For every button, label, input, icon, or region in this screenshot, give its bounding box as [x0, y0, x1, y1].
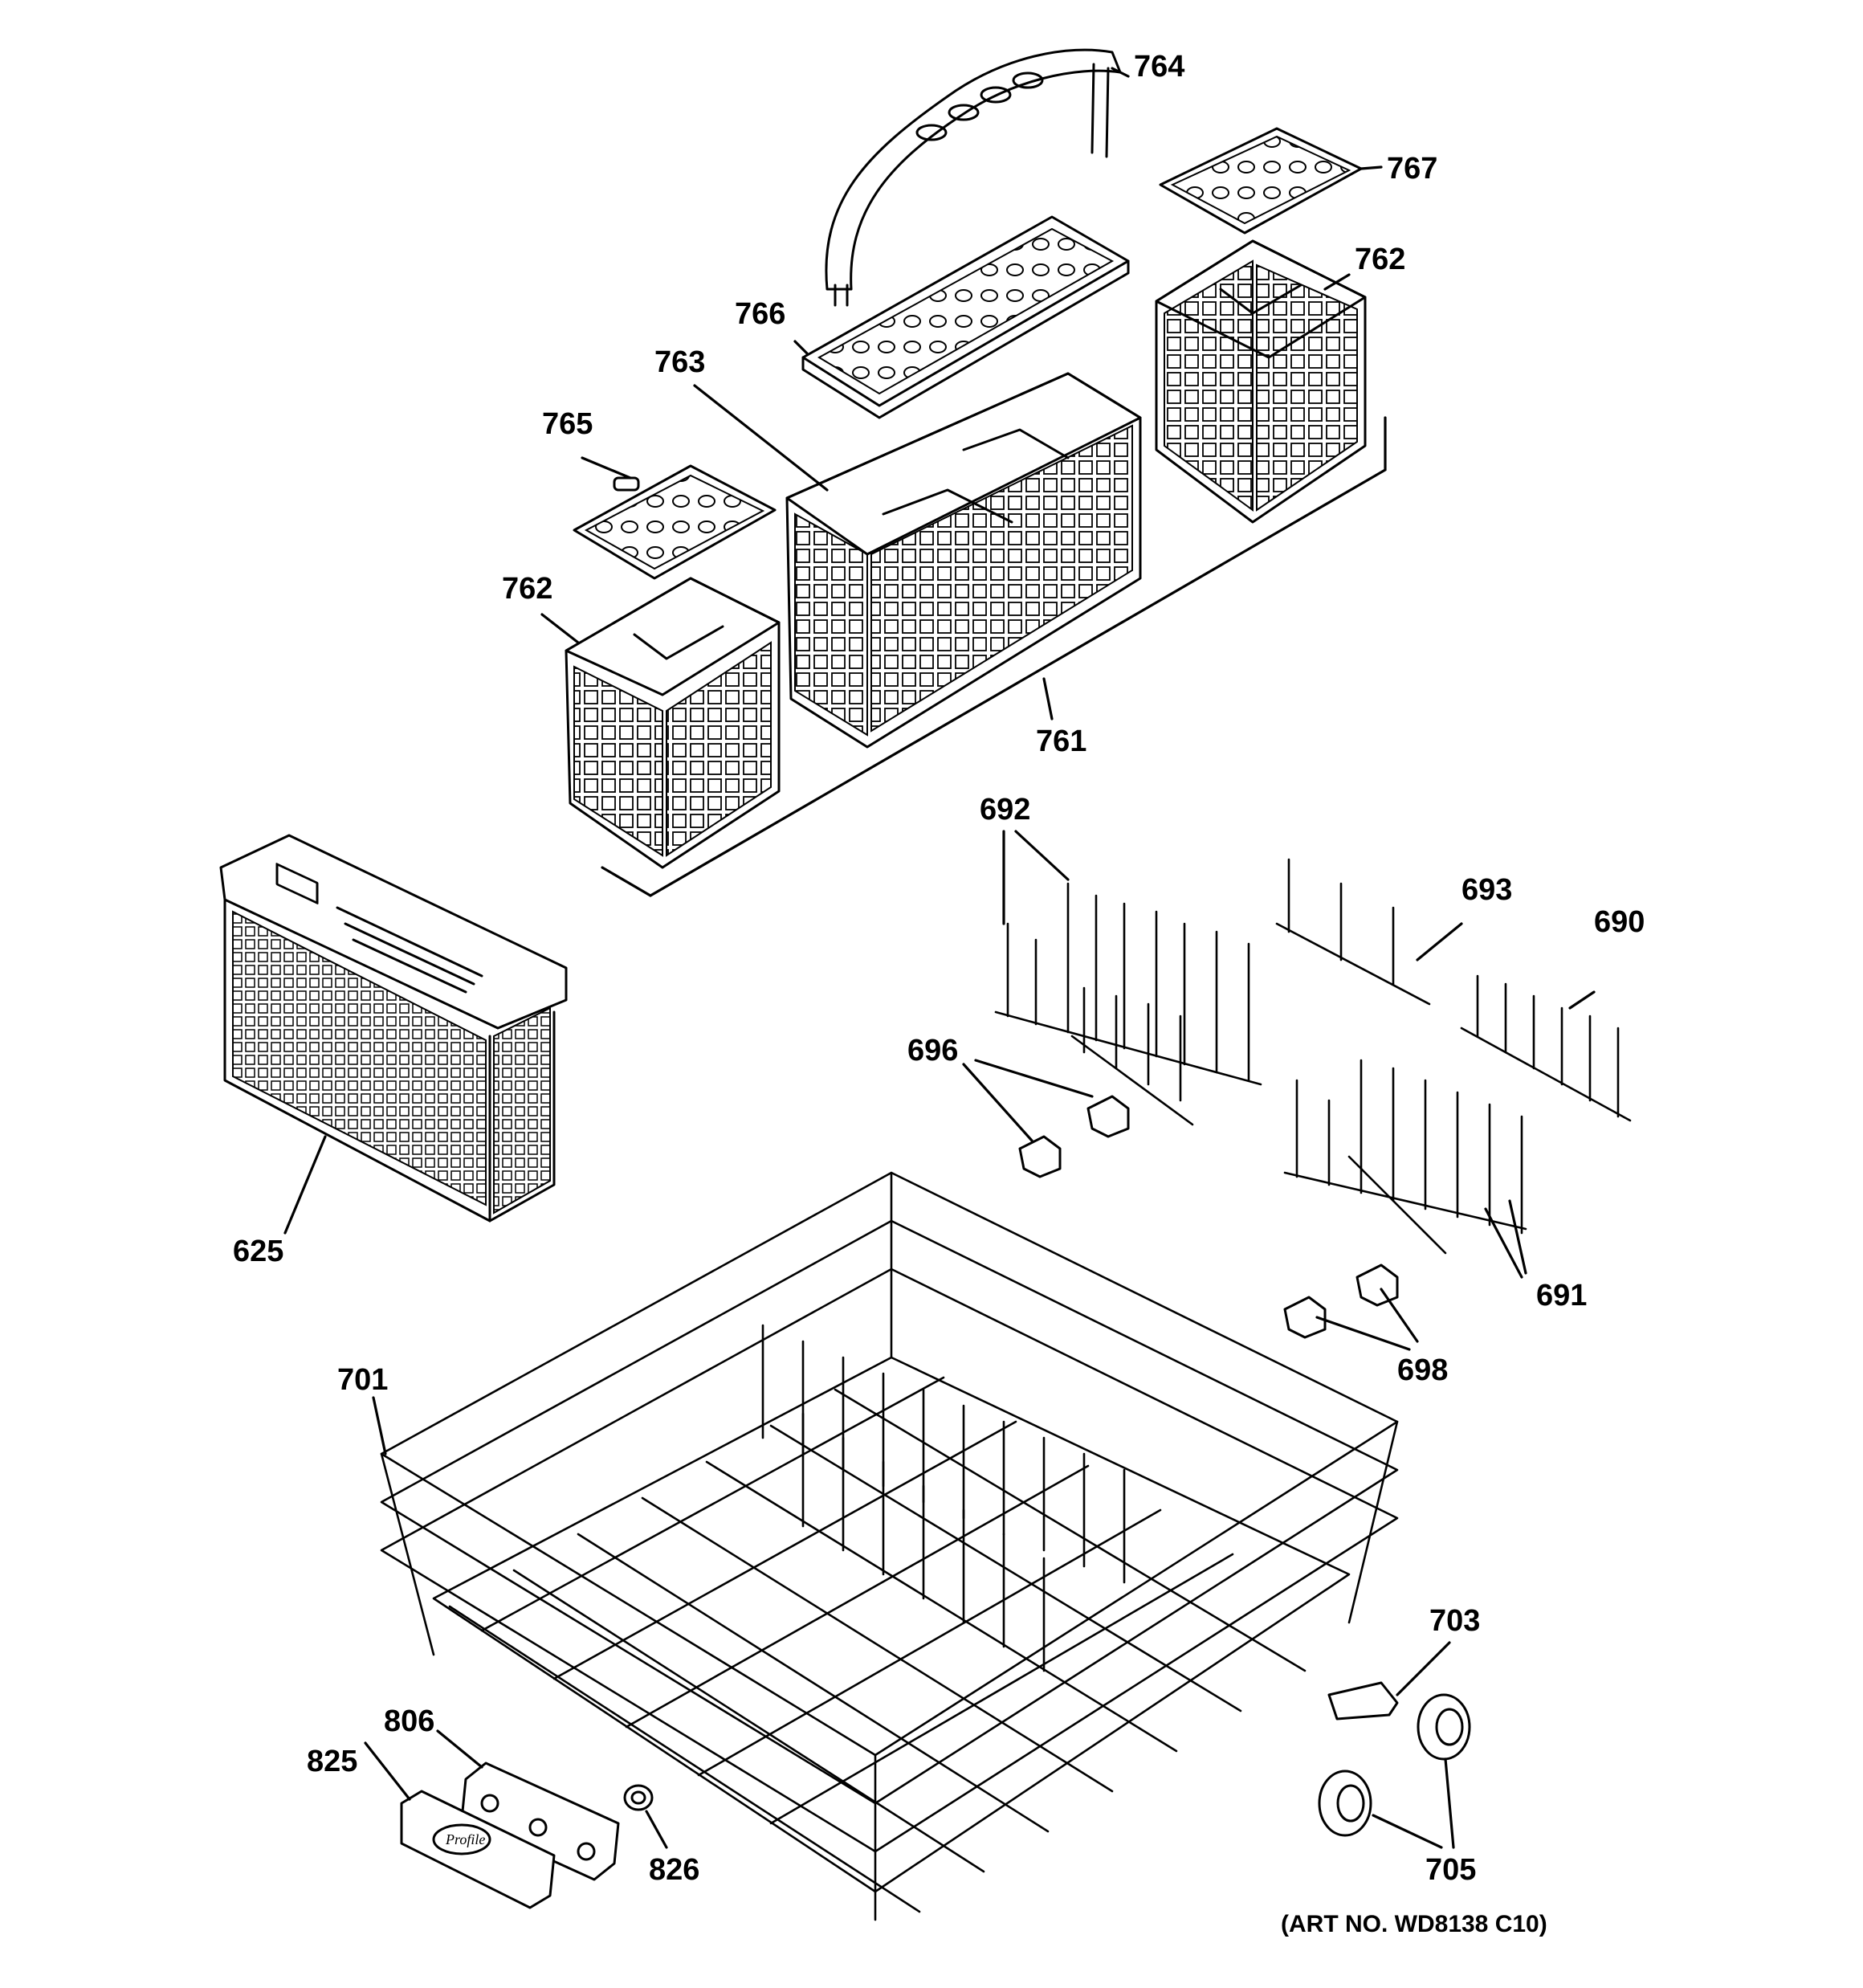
callout-825: 825: [307, 1745, 357, 1778]
wheel-part-705: [1318, 1693, 1471, 1837]
tine-row-part-691: [1283, 1059, 1527, 1255]
tine-row-part-692: [994, 882, 1262, 1126]
basket-assembly-bracket-761: [601, 416, 1387, 897]
callout-705: 705: [1425, 1853, 1476, 1887]
callout-764: 764: [1134, 50, 1184, 84]
small-basket-right-part-762: [1155, 239, 1367, 524]
callout-692: 692: [980, 793, 1030, 827]
callout-703: 703: [1429, 1604, 1480, 1638]
wheel-axle-part-703: [1327, 1681, 1399, 1721]
callout-763: 763: [654, 345, 705, 379]
handle-part-764: [825, 48, 1122, 307]
callout-625: 625: [233, 1235, 283, 1268]
callout-698: 698: [1397, 1353, 1448, 1387]
callout-701: 701: [337, 1363, 388, 1397]
callout-696: 696: [907, 1034, 958, 1067]
callout-690: 690: [1594, 905, 1645, 939]
callout-762-right: 762: [1355, 243, 1405, 276]
callout-761: 761: [1036, 725, 1086, 758]
leader-lines: [283, 67, 1596, 1849]
silverware-basket-part-625: [219, 834, 568, 1223]
basket-lid-part-767: [1159, 127, 1363, 235]
handle-cover-part-825: Profile: [400, 1790, 556, 1909]
tine-clip-part-698: [1283, 1263, 1399, 1339]
tine-row-part-693: [1275, 858, 1431, 1006]
callout-labels: 764 767 762 766 763 765 762 761 692 693 …: [233, 50, 1645, 1887]
basket-lid-part-765: [573, 464, 777, 580]
tine-row-part-690: [1460, 974, 1632, 1122]
callout-806: 806: [384, 1704, 434, 1738]
center-basket-part-763: [785, 372, 1142, 749]
bumper-part-826: [623, 1784, 654, 1811]
callout-767: 767: [1387, 152, 1437, 186]
basket-lid-part-766: [801, 215, 1130, 419]
tine-clip-part-696: [1018, 1095, 1130, 1178]
callout-762-left: 762: [502, 572, 552, 606]
small-basket-left-part-762: [565, 577, 781, 869]
callout-766: 766: [735, 297, 785, 331]
callout-693: 693: [1461, 873, 1512, 907]
callout-765: 765: [542, 407, 593, 441]
brand-logo: Profile: [445, 1831, 485, 1847]
callout-691: 691: [1536, 1279, 1587, 1312]
callout-826: 826: [649, 1853, 699, 1887]
lower-rack-part-701: [380, 1171, 1399, 1921]
art-number: (ART NO. WD8138 C10): [1281, 1911, 1547, 1937]
